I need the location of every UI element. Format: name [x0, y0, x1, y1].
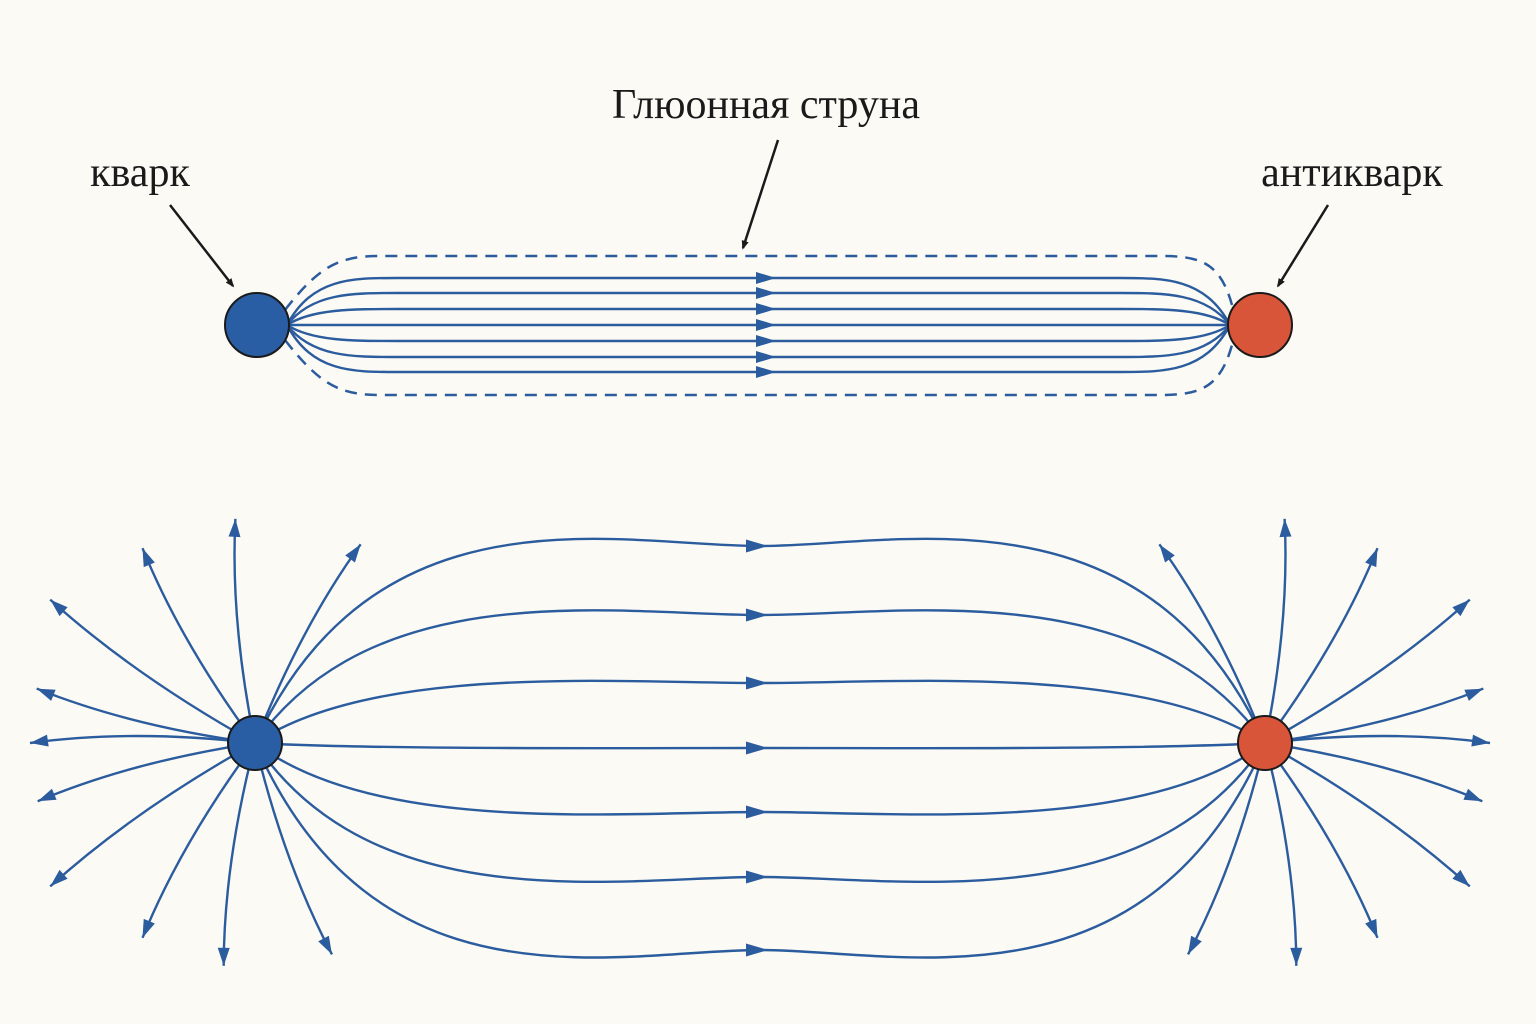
radial-arrowhead: [36, 688, 56, 701]
antiquark-particle-bottom: [1237, 715, 1293, 771]
flux-tube-line: [285, 324, 1232, 374]
flux-tube-arrowhead: [756, 272, 776, 284]
dipole-field-line: [254, 742, 1266, 816]
dipole-arrowhead: [746, 608, 768, 622]
flux-tube-arrowhead: [756, 335, 776, 347]
dipole-field-line: [254, 609, 1266, 744]
radial-field-line: [141, 547, 256, 744]
radial-field-line: [1264, 598, 1471, 745]
radial-arrowhead: [1452, 599, 1470, 617]
radial-field-line: [1264, 687, 1484, 745]
quark-pointer-arrow: [169, 204, 235, 288]
radial-field-line: [1264, 742, 1379, 939]
flux-tube-arrowhead: [756, 319, 776, 331]
radial-field-line: [49, 598, 256, 745]
quark-particle-bottom: [227, 715, 283, 771]
radial-field-line: [1186, 742, 1267, 955]
dipole-arrowheads: [746, 539, 768, 957]
radial-arrowhead: [50, 869, 68, 887]
antiquark-pointer-arrow: [1276, 204, 1330, 288]
flux-tube-boundary-top: [284, 254, 1234, 311]
dipole-arrowhead: [746, 539, 768, 553]
radial-field-line: [141, 742, 256, 939]
dipole-field-line: [254, 679, 1266, 744]
radial-field-line: [222, 742, 257, 966]
radial-arrowhead: [345, 544, 361, 563]
antiquark-radial-field-lines: [1158, 518, 1491, 966]
gluon-string-pointer-arrow: [741, 139, 780, 250]
radial-arrowhead: [1464, 688, 1484, 701]
flux-tube-line: [285, 276, 1232, 326]
radial-arrowhead: [142, 548, 155, 568]
radial-field-line: [1263, 518, 1287, 744]
radial-field-line: [1264, 547, 1379, 744]
quark-radial-field-lines: [29, 518, 362, 966]
radial-arrowhead: [1365, 918, 1378, 938]
radial-arrowhead: [1452, 869, 1470, 887]
flux-tube-arrowhead: [756, 351, 776, 363]
radial-field-line: [1158, 543, 1267, 744]
flux-tube-panel: кварк антикварк Глюонная струна: [90, 82, 1443, 397]
radial-field-line: [36, 687, 256, 745]
radial-arrowhead: [1159, 544, 1175, 563]
radial-field-line: [49, 741, 256, 888]
radial-arrowhead: [1279, 518, 1292, 538]
radial-field-line: [233, 518, 257, 744]
flux-tube-arrowheads: [756, 272, 776, 378]
radial-field-line: [1264, 741, 1471, 888]
dipole-field-line: [253, 742, 1267, 959]
flux-tube-arrowhead: [756, 303, 776, 315]
radial-arrowhead: [1463, 788, 1483, 802]
radial-arrowhead: [30, 734, 49, 747]
dipole-arrowhead: [746, 943, 768, 957]
radial-arrowhead: [318, 935, 332, 955]
quark-label: кварк: [90, 150, 190, 196]
dipole-arrowhead: [746, 741, 768, 755]
radial-field-line: [37, 741, 256, 803]
dipole-arrowhead: [746, 870, 768, 884]
radial-arrowhead: [1188, 935, 1202, 955]
radial-arrowhead: [217, 947, 230, 966]
radial-field-line: [29, 734, 256, 745]
radial-arrowhead: [1471, 734, 1490, 747]
radial-arrowhead: [228, 518, 241, 538]
radial-field-line: [1264, 734, 1491, 745]
quark-particle-top: [224, 292, 290, 358]
gluon-string-label: Глюонная струна: [612, 82, 920, 128]
radial-arrowhead: [142, 918, 155, 938]
radial-field-line: [253, 543, 362, 744]
radial-arrowhead: [1365, 548, 1378, 568]
radial-field-line: [1263, 742, 1298, 966]
flux-tube-arrowhead: [756, 366, 776, 378]
antiquark-label: антикварк: [1261, 150, 1443, 196]
dipole-field-panel: [29, 518, 1491, 966]
radial-arrowhead: [1290, 947, 1303, 966]
radial-arrowhead: [37, 788, 57, 802]
dipole-field-line: [253, 537, 1267, 744]
radial-field-line: [253, 742, 334, 955]
flux-tube-arrowhead: [756, 287, 776, 299]
flux-tube-boundary-bottom: [284, 339, 1234, 397]
dipole-arrowhead: [746, 805, 768, 819]
radial-arrowhead: [50, 599, 68, 617]
dipole-arrowhead: [746, 676, 768, 690]
antiquark-particle-top: [1227, 292, 1293, 358]
radial-field-line: [1264, 741, 1483, 803]
